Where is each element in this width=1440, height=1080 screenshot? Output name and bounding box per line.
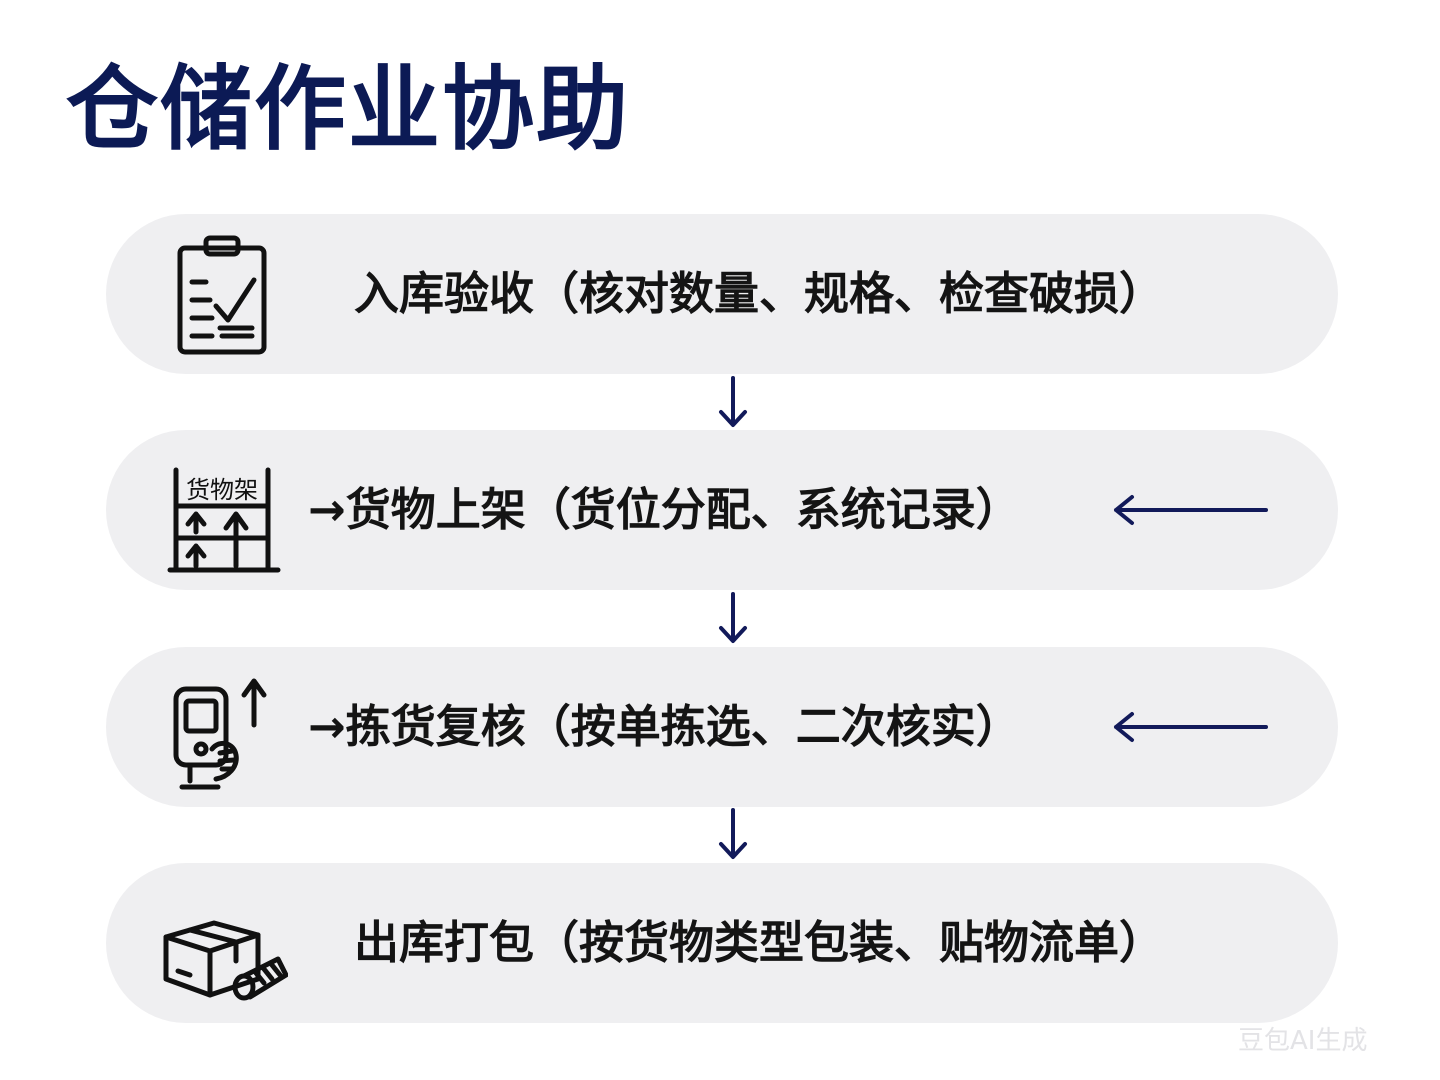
watermark: 豆包AI生成: [1238, 1026, 1368, 1056]
step-label: 拣货复核: [345, 700, 526, 753]
step-label: 出库打包: [354, 916, 535, 969]
step-prefix: →: [308, 483, 346, 536]
package-tape-icon: [160, 879, 288, 1007]
down-arrow-icon: [719, 376, 747, 427]
step-detail: （货位分配、系统记录）: [525, 483, 1021, 536]
step-label: 入库验收: [354, 267, 535, 320]
down-arrow-icon: [719, 592, 747, 643]
step-label: 货物上架: [345, 483, 526, 536]
step-text: →拣货复核（按单拣选、二次核实）: [308, 647, 1021, 807]
step-prefix: →: [308, 700, 346, 753]
step-detail: （核对数量、规格、检查破损）: [534, 267, 1165, 320]
step-picking: →拣货复核（按单拣选、二次核实）: [106, 647, 1338, 807]
step-detail: （按单拣选、二次核实）: [525, 700, 1021, 753]
step-text: 入库验收（核对数量、规格、检查破损）: [354, 214, 1164, 374]
down-arrow-icon: [719, 808, 747, 859]
shelf-icon-text: 货物架: [186, 476, 258, 504]
step-receiving: 入库验收（核对数量、规格、检查破损）: [106, 214, 1338, 374]
step-shelving: 货物架 →货物上架（货位分配、系统记录）: [106, 430, 1338, 590]
clipboard-check-icon: [160, 230, 288, 358]
step-text: 出库打包（按货物类型包装、贴物流单）: [354, 863, 1164, 1023]
left-arrow-icon: [1114, 495, 1268, 525]
scanner-hand-icon: [160, 663, 288, 791]
step-text: →货物上架（货位分配、系统记录）: [308, 430, 1021, 590]
shelf-icon: 货物架: [160, 446, 288, 574]
step-packing: 出库打包（按货物类型包装、贴物流单）: [106, 863, 1338, 1023]
page-title: 仓储作业协助: [66, 56, 631, 163]
left-arrow-icon: [1114, 712, 1268, 742]
step-detail: （按货物类型包装、贴物流单）: [534, 916, 1165, 969]
